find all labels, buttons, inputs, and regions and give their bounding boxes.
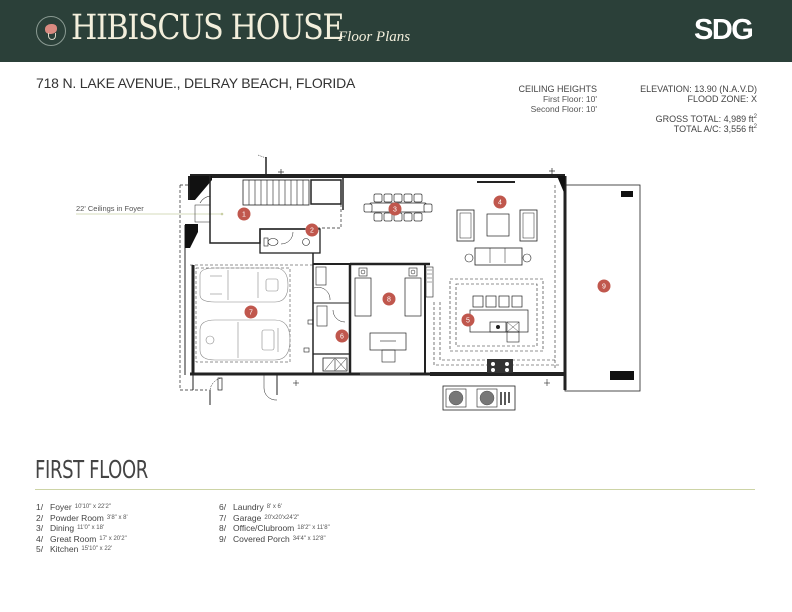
- total-ac-value: TOTAL A/C: 3,556 ft: [673, 124, 754, 134]
- logo-stem: [48, 33, 56, 40]
- brand-title: HIBISCUS HOUSE: [71, 8, 344, 48]
- room-name: Powder Room: [50, 512, 104, 523]
- room-dimensions: 11'0" x 18': [77, 525, 105, 531]
- svg-text:2: 2: [310, 228, 314, 235]
- floor-plan-drawing: 1 2 3 4 5 6 7 8 9 22' Ceilings in Foyer: [76, 154, 641, 411]
- room-name: Foyer: [50, 502, 72, 512]
- room-marker-9: 9: [597, 279, 611, 293]
- header-bar: HIBISCUS HOUSE Floor Plans SDG: [0, 0, 792, 62]
- room-name: Dining: [50, 523, 75, 533]
- room-marker-4: 4: [493, 195, 507, 209]
- room-marker-6: 6: [335, 329, 349, 343]
- room-number: 1/: [36, 502, 44, 512]
- site-info: ELEVATION: 13.90 (N.A.V.D) FLOOD ZONE: X…: [640, 84, 757, 134]
- hibiscus-logo-icon: [36, 16, 66, 46]
- room-dimensions: 20'x20'x24'2": [264, 514, 300, 521]
- room-name: Covered Porch: [233, 533, 290, 544]
- room-number: 4/: [36, 533, 44, 544]
- room-number: 9/: [219, 533, 227, 544]
- room-marker-3: 3: [388, 202, 402, 216]
- room-name: Laundry: [233, 502, 264, 512]
- unit-superscript: 2: [753, 124, 757, 130]
- room-number: 7/: [219, 512, 227, 523]
- svg-text:1: 1: [242, 212, 246, 219]
- room-number: 3/: [36, 523, 44, 533]
- room-marker-2: 2: [305, 223, 319, 237]
- room-name: Garage: [233, 512, 262, 523]
- room-marker-7: 7: [244, 305, 258, 319]
- property-address: 718 N. LAKE AVENUE., DELRAY BEACH, FLORI…: [36, 75, 356, 91]
- ceiling-heights-title: CEILING HEIGHTS: [518, 84, 597, 94]
- room-name: Kitchen: [50, 544, 79, 554]
- room-number: 5/: [36, 544, 44, 554]
- first-floor-height: First Floor: 10': [542, 94, 597, 104]
- room-dimensions: 8' x 6': [266, 504, 283, 510]
- svg-text:6: 6: [340, 334, 344, 341]
- svg-text:5: 5: [466, 318, 470, 325]
- foyer-ceiling-annotation: 22' Ceilings in Foyer: [76, 204, 144, 213]
- brand-subtitle: Floor Plans: [338, 29, 411, 45]
- room-dimensions: 3'8" x 8': [106, 514, 128, 521]
- room-marker-1: 1: [237, 207, 251, 221]
- svg-text:8: 8: [387, 297, 391, 304]
- svg-text:4: 4: [498, 200, 502, 207]
- room-dimensions: 34'4" x 12'8": [292, 535, 326, 542]
- svg-text:3: 3: [393, 207, 397, 214]
- flood-zone: FLOOD ZONE: X: [687, 94, 757, 104]
- room-dimensions: 18'2" x 11'8": [297, 525, 330, 531]
- hibiscus-flower-icon: [45, 24, 57, 34]
- svg-text:9: 9: [602, 284, 606, 291]
- room-name: Great Room: [50, 533, 97, 544]
- room-number: 6/: [219, 502, 227, 512]
- sdg-logo: SDG: [694, 14, 754, 46]
- floor-title: FIRST FLOOR: [35, 455, 148, 484]
- room-name: Office/Clubroom: [233, 523, 295, 533]
- room-marker-5: 5: [461, 313, 475, 327]
- room-dimensions: 15'10" x 22': [81, 546, 113, 552]
- divider-line: [35, 489, 755, 490]
- gross-total: GROSS TOTAL: 4,989 ft2: [640, 114, 757, 124]
- room-marker-8: 8: [382, 292, 396, 306]
- spacer: [640, 104, 757, 114]
- second-floor-height: Second Floor: 10': [530, 104, 597, 114]
- unit-superscript: 2: [753, 114, 757, 120]
- room-number: 2/: [36, 512, 44, 523]
- ceiling-heights: CEILING HEIGHTS First Floor: 10' Second …: [518, 84, 597, 114]
- elevation: ELEVATION: 13.90 (N.A.V.D): [640, 84, 757, 94]
- gross-total-value: GROSS TOTAL: 4,989 ft: [655, 114, 754, 124]
- svg-text:7: 7: [249, 310, 253, 317]
- room-dimensions: 10'10" x 22'2": [74, 504, 111, 510]
- room-number: 8/: [219, 523, 227, 533]
- total-ac: TOTAL A/C: 3,556 ft2: [640, 124, 757, 134]
- room-dimensions: 17' x 20'2": [99, 535, 127, 542]
